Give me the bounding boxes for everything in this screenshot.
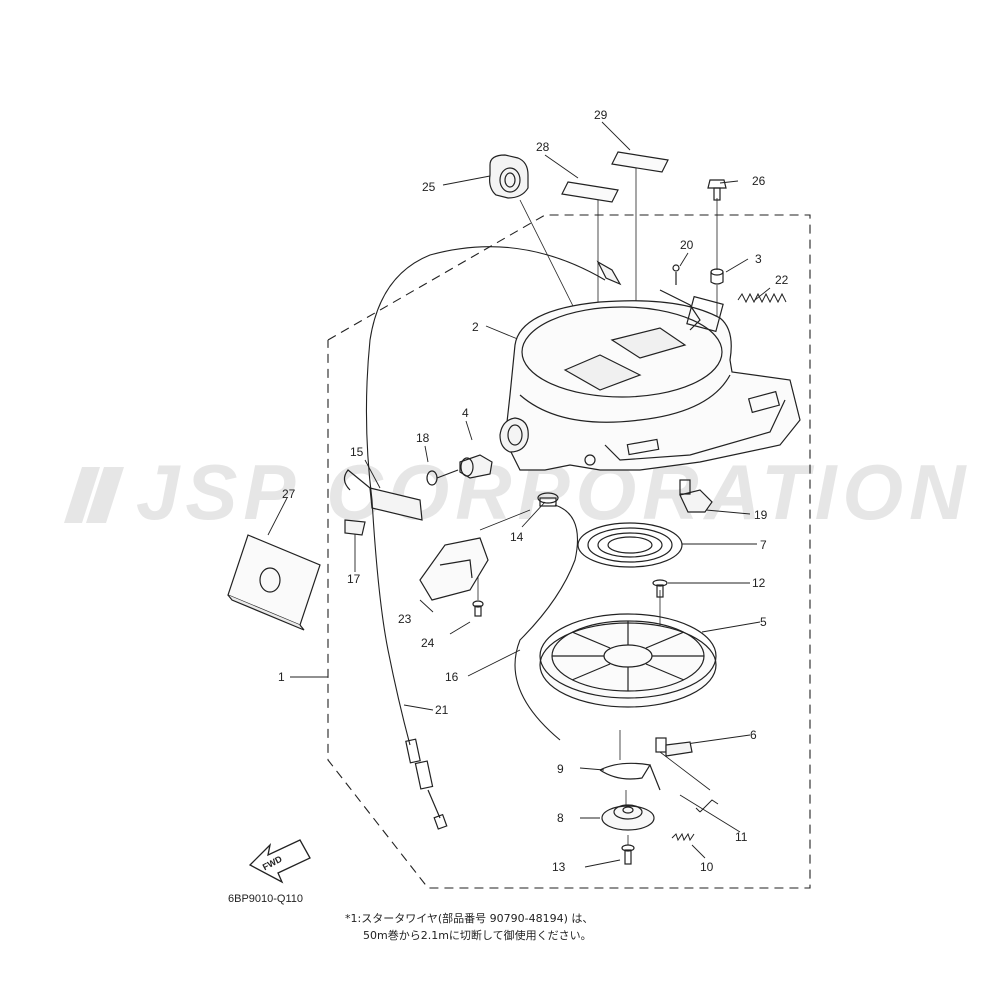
callout-20: 20 [680,238,694,252]
callout-10: 10 [700,860,714,874]
part-12-bolt [652,579,668,598]
callout-27: 27 [282,487,296,501]
callout-26: 26 [752,174,766,188]
part-23-bracket [419,537,489,601]
callout-24: 24 [421,636,435,650]
callout-1: 1 [278,670,285,684]
part-6-pawl [655,737,693,757]
part-28-decal [561,181,619,203]
part-25-grommet [489,154,529,199]
part-2-starter-housing [499,289,801,471]
callout-23: 23 [398,612,412,626]
part-16-cable [514,504,579,741]
part-17-bracket [344,519,366,536]
part-7-spiral-spring [577,522,683,568]
callout-9: 9 [557,762,564,776]
callout-4: 4 [462,406,469,420]
part-13-screw [621,844,635,865]
part-9-friction-spring [599,762,661,791]
part-22-spring [737,292,787,304]
callout-13: 13 [552,860,566,874]
cable-note-line-1: *1:スタータワイヤ(部品番号 90790-48194) は、 [345,912,594,925]
leader-lines [267,121,771,868]
part-14-grommet [537,492,559,507]
callout-14: 14 [510,530,524,544]
part-20-pin [672,264,680,285]
part-15-lever [343,469,423,521]
part-4-fitting [459,454,493,479]
callout-28: 28 [536,140,550,154]
callout-3: 3 [755,252,762,266]
part-3-collar [710,268,724,285]
callout-12: 12 [752,576,766,590]
callout-21: 21 [435,703,449,717]
diagram-code: 6BP9010-Q110 [228,893,304,905]
part-26-bolt [707,179,727,201]
part-19-pawl [679,479,713,513]
part-8-drive-plate [601,804,655,831]
callout-16: 16 [445,670,459,684]
fwd-arrow-icon [248,839,311,884]
callout-6: 6 [750,728,757,742]
callout-2: 2 [472,320,479,334]
callout-22: 22 [775,273,789,287]
callout-29: 29 [594,108,608,122]
callout-7: 7 [760,538,767,552]
callout-18: 18 [416,431,430,445]
callout-8: 8 [557,811,564,825]
jsp-logo-mark-icon [64,467,124,523]
part-24-screw [472,600,484,617]
callout-25: 25 [422,180,436,194]
cable-tip [596,260,622,286]
cable-note-line-2: 50m巻から2.1mに切断して御使用ください。 [363,929,592,942]
part-21-cable [365,246,606,746]
callout-19: 19 [754,508,768,522]
callout-15: 15 [350,445,364,459]
callout-17: 17 [347,572,361,586]
part-5-reel [539,613,717,708]
part-18-fitting [426,469,459,486]
assembly-boundary [327,214,811,889]
part-11-spring-clip [695,799,719,813]
callout-5: 5 [760,615,767,629]
part-10-spring [671,832,695,842]
part-21-cable-end [405,738,448,830]
part-27-pad [227,534,321,631]
cable-note: *1:スタータワイヤ(部品番号 90790-48194) は、 50m巻から2.… [345,910,593,944]
callout-11: 11 [735,830,748,844]
part-29-decal [611,151,669,173]
